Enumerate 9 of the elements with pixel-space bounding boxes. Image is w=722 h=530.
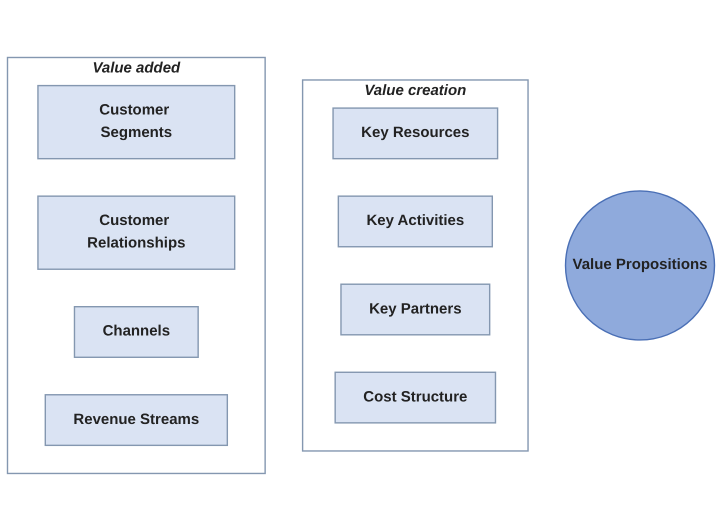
- node-box: Revenue Streams: [44, 394, 228, 446]
- node-box: Key Activities: [338, 194, 493, 247]
- node-box: Customer Relationships: [37, 194, 236, 270]
- node-box: Channels: [74, 306, 199, 358]
- node-box: Cost Structure: [334, 371, 496, 424]
- node-circle: Value Propositions: [564, 190, 716, 340]
- node-box: Key Resources: [332, 106, 498, 159]
- node-box: Key Partners: [340, 283, 490, 336]
- node-box: Customer Segments: [37, 84, 236, 159]
